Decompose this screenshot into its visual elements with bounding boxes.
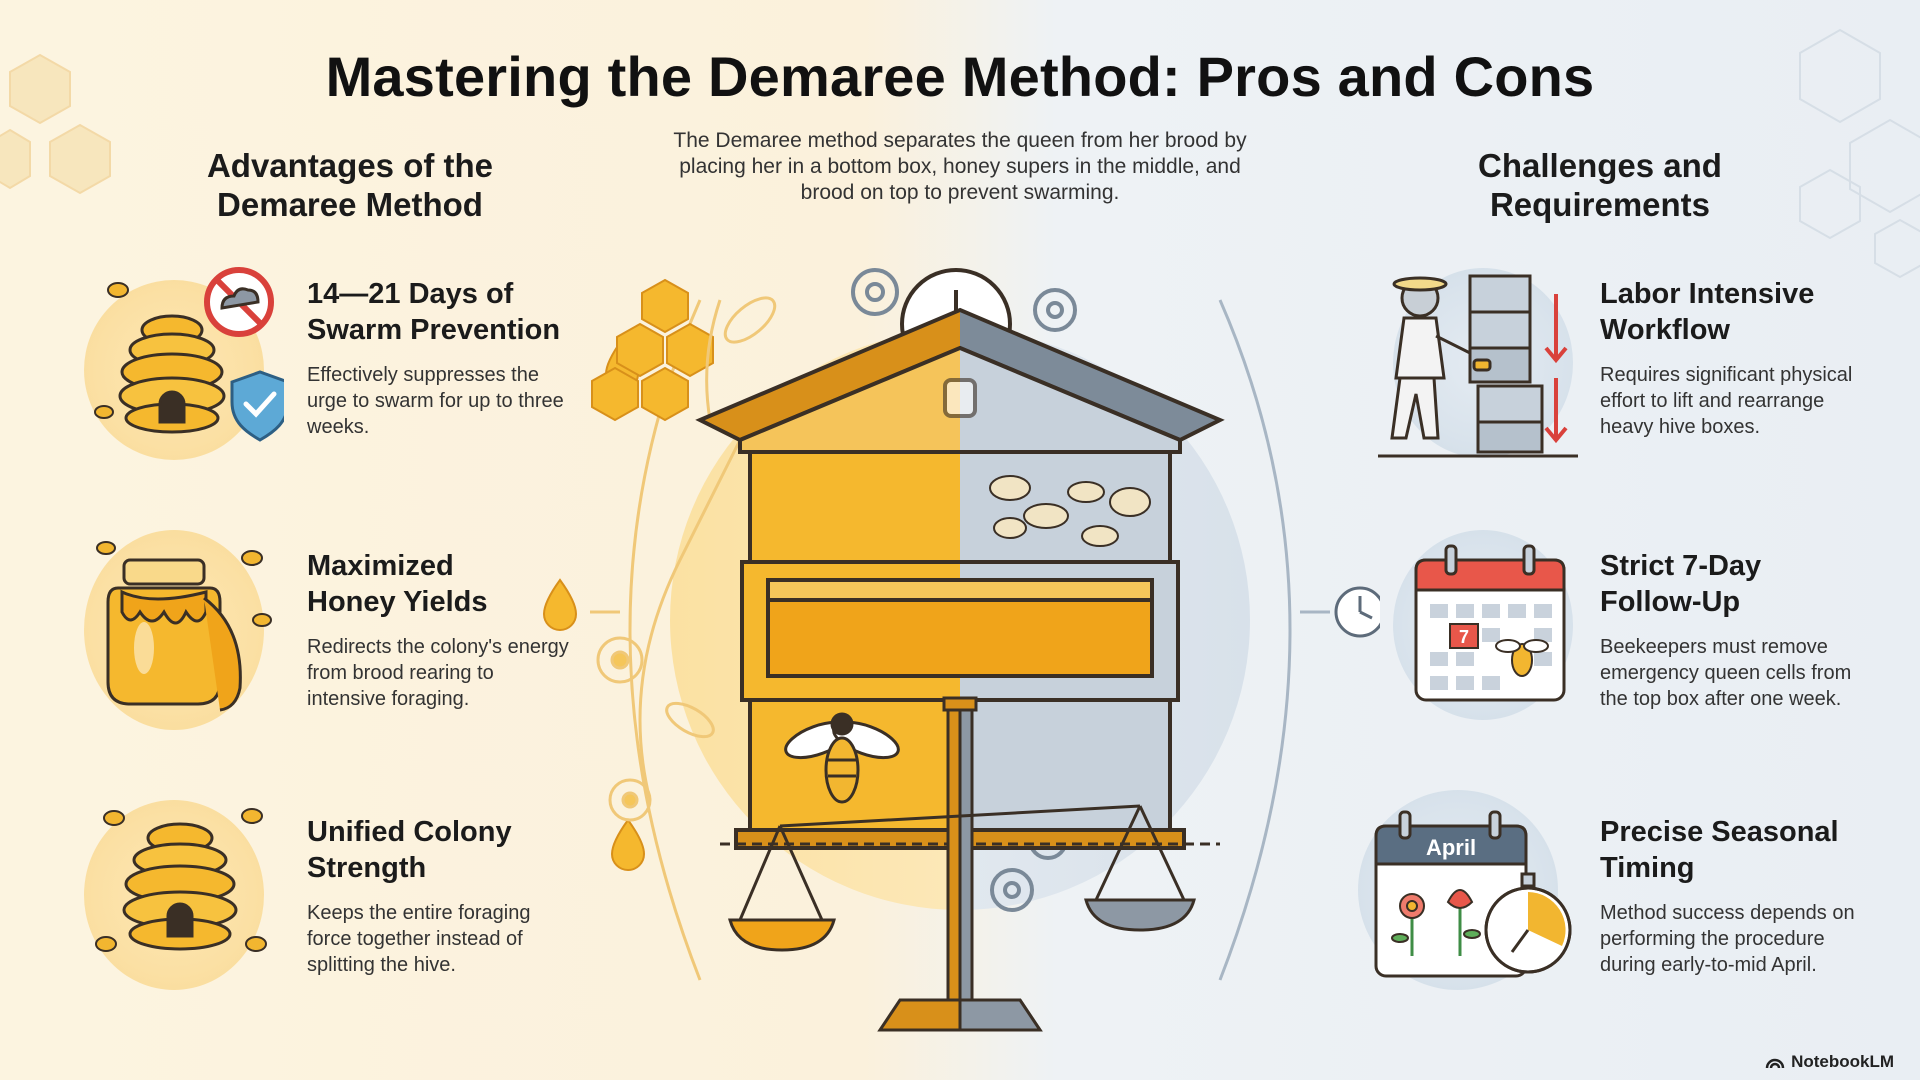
challenge-item-3-title-line1: Precise Seasonal — [1600, 816, 1839, 848]
advantage-item-2: Maximized Honey Yields Redirects the col… — [307, 548, 607, 712]
hexagon-pattern-left — [0, 53, 111, 195]
page-subtitle: The Demaree method separates the queen f… — [673, 129, 1247, 204]
beehive-icon — [95, 808, 267, 952]
challenge-item-3: Precise Seasonal Timing Method success d… — [1600, 814, 1900, 978]
challenge-item-3-desc: Method success depends on performing the… — [1600, 902, 1855, 976]
challenge-item-1-title-line2: Workflow — [1600, 314, 1730, 346]
advantage-item-1-desc: Effectively suppresses the urge to swarm… — [307, 364, 564, 438]
beekeeper-lifting-icon — [1378, 274, 1578, 458]
challenge-item-2: Strict 7-Day Follow-Up Beekeepers must r… — [1600, 548, 1900, 712]
hexagon-pattern-right — [1799, 28, 1920, 279]
advantage-item-2-title: Maximized Honey Yields — [307, 548, 607, 620]
advantages-heading-line1: Advantages of the — [206, 147, 494, 184]
calendar-icon: 7 — [1414, 544, 1566, 702]
advantage-item-1: 14—21 Days of Swarm Prevention Effective… — [307, 276, 607, 440]
advantage-item-3-title-line1: Unified Colony — [307, 816, 512, 848]
challenge-item-3-title: Precise Seasonal Timing — [1600, 814, 1900, 886]
calendar-month-label: April — [1426, 835, 1476, 860]
page-title: Mastering the Demaree Method: Pros and C… — [325, 45, 1595, 108]
advantage-item-3-desc: Keeps the entire foraging force together… — [307, 902, 531, 976]
small-clock-icon — [1334, 586, 1380, 638]
challenges-heading-line2: Requirements — [1489, 186, 1711, 223]
notebooklm-logo-icon — [1765, 1058, 1785, 1069]
challenge-item-2-title-line2: Follow-Up — [1600, 586, 1741, 618]
advantage-item-1-title-line1: 14—21 Days of — [307, 278, 514, 310]
balance-scale-icon — [720, 696, 1220, 1032]
advantage-item-3-title-line2: Strength — [307, 852, 427, 884]
right-arc-line — [1218, 299, 1292, 981]
brand-watermark: NotebookLM — [1765, 1052, 1894, 1072]
advantage-item-1-title: 14—21 Days of Swarm Prevention — [307, 276, 607, 348]
challenge-item-3-title-line2: Timing — [1600, 852, 1695, 884]
challenges-heading-line1: Challenges and — [1478, 147, 1722, 184]
advantages-heading: Advantages of the Demaree Method — [190, 146, 510, 224]
beehive-shield-icon — [94, 267, 284, 442]
challenge-item-1-title-line1: Labor Intensive — [1600, 278, 1815, 310]
challenge-item-2-title-line1: Strict 7-Day — [1600, 550, 1762, 582]
honey-jar-icon — [96, 541, 272, 712]
calendar-day-number: 7 — [1459, 627, 1469, 647]
challenge-item-1-title: Labor Intensive Workflow — [1600, 276, 1900, 348]
challenge-item-1: Labor Intensive Workflow Requires signif… — [1600, 276, 1900, 440]
advantage-item-3: Unified Colony Strength Keeps the entire… — [307, 814, 607, 978]
advantages-heading-line2: Demaree Method — [217, 186, 483, 223]
challenge-item-1-desc: Requires significant physical effort to … — [1600, 364, 1853, 438]
beehive-boxes — [695, 307, 1225, 850]
advantage-item-2-title-line1: Maximized — [307, 550, 454, 582]
central-hive-scale-illustration — [542, 268, 1380, 1032]
flower-vine-illustration — [596, 296, 777, 822]
brand-label: NotebookLM — [1791, 1052, 1894, 1071]
honeycomb-icon — [591, 278, 714, 422]
challenge-item-2-desc: Beekeepers must remove emergency queen c… — [1600, 636, 1852, 710]
advantage-item-2-title-line2: Honey Yields — [307, 586, 488, 618]
advantage-item-3-title: Unified Colony Strength — [307, 814, 607, 886]
advantage-item-2-desc: Redirects the colony's energy from brood… — [307, 636, 569, 710]
queen-bee-icon — [784, 712, 900, 804]
challenge-item-2-title: Strict 7-Day Follow-Up — [1600, 548, 1900, 620]
april-calendar-icon: April — [1374, 810, 1572, 978]
challenges-heading: Challenges and Requirements — [1440, 146, 1760, 224]
advantage-item-1-title-line2: Swarm Prevention — [307, 314, 561, 346]
